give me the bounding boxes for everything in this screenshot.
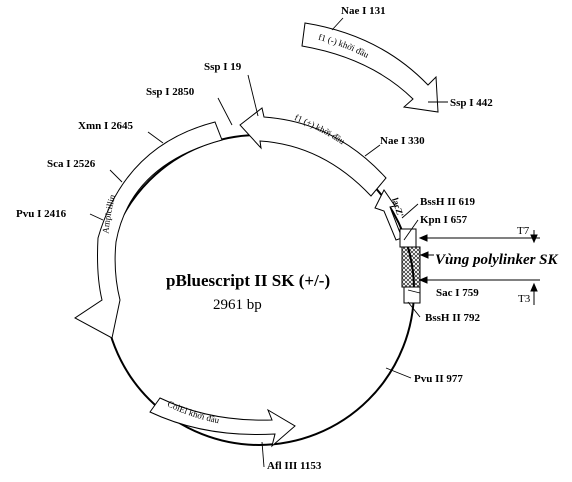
site-label-bssh792: BssH II 792	[425, 312, 481, 324]
site-label-nae330: Nae I 330	[380, 135, 425, 147]
site-label-ssp442: Ssp I 442	[450, 97, 493, 109]
t3-label: T3	[518, 293, 531, 305]
ssp2850-tick	[217, 97, 233, 126]
f1-minus-origin-arrow	[301, 22, 439, 113]
polylinker-hatched	[401, 246, 421, 288]
site-label-ssp19: Ssp I 19	[204, 61, 242, 73]
polylinker-pointer-arrowhead	[419, 251, 429, 259]
sac759-tick	[407, 289, 421, 294]
bssh792-tick	[407, 301, 421, 318]
site-label-xmn2645: Xmn I 2645	[78, 120, 134, 132]
t3-direction-arrowhead	[530, 282, 538, 292]
f1-plus-origin-arrow	[239, 107, 387, 197]
polylinker-label: Vùng polylinker SK	[435, 252, 559, 268]
kpn657-tick	[403, 219, 419, 241]
nae330-tick	[364, 144, 381, 157]
bssh619-tick	[401, 203, 419, 219]
sca2526-tick	[109, 169, 123, 183]
polylinker-box-top	[399, 228, 417, 248]
site-label-pvu977: Pvu II 977	[414, 373, 463, 385]
site-label-nae131: Nae I 131	[341, 5, 386, 17]
t7-label: T7	[517, 225, 530, 237]
t7-left-arrowhead	[418, 234, 428, 242]
site-label-kpn657: Kpn I 657	[420, 214, 468, 226]
xmn2645-tick	[147, 131, 164, 144]
cole1-origin-arrow	[149, 397, 296, 448]
polylinker-box-bottom	[403, 286, 421, 304]
lacz-arrow	[374, 189, 403, 241]
site-label-bssh619: BssH II 619	[420, 196, 476, 208]
afl1153-tick	[261, 441, 265, 468]
pvu977-tick	[385, 367, 412, 379]
plasmid-size: 2961 bp	[213, 297, 262, 313]
pvu2416-tick	[89, 213, 104, 221]
ssp19-tick	[247, 74, 259, 117]
plasmid-name: pBluescript II SK (+/-)	[166, 271, 330, 290]
t3-left-arrowhead	[418, 276, 428, 284]
site-label-ssp2850: Ssp I 2850	[146, 86, 195, 98]
nae131-tick	[331, 17, 344, 31]
site-label-pvu2416: Pvu I 2416	[16, 208, 67, 220]
site-label-sac759: Sac I 759	[436, 287, 479, 299]
site-label-sca2526: Sca I 2526	[47, 158, 96, 170]
t7-direction-arrowhead	[530, 234, 538, 244]
ampicillin-arrow	[74, 121, 223, 339]
site-label-afl1153: Afl III 1153	[267, 460, 322, 472]
